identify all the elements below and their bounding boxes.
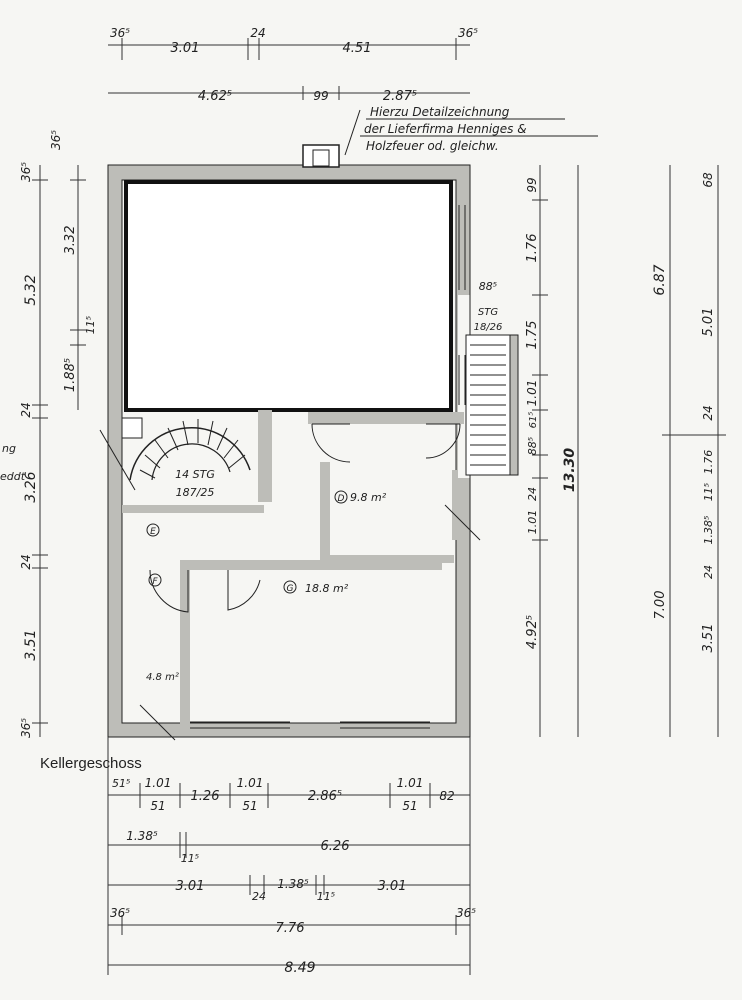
dim-top2-2: 2.87⁵ bbox=[383, 89, 417, 104]
dim-top1-0: 36⁵ bbox=[110, 26, 130, 40]
dim-bot3-0: 3.01 bbox=[176, 879, 205, 894]
dim-bot1-2: 51 bbox=[150, 799, 165, 813]
dim-top1-1: 3.01 bbox=[171, 41, 200, 56]
dim-right-5: 61⁵ bbox=[528, 412, 539, 429]
window-bottom bbox=[190, 721, 430, 729]
room-f-letter: F bbox=[152, 577, 158, 587]
stair-ext-label: STG bbox=[478, 307, 498, 318]
room-f: F 4.8 m² bbox=[146, 573, 179, 683]
dim-bot1-6: 2.86⁵ bbox=[308, 789, 342, 804]
interior-walls bbox=[122, 410, 464, 725]
dim-bot4-1: 7.76 bbox=[276, 921, 305, 936]
room-g-area: 18.8 m² bbox=[305, 582, 349, 595]
dim-bot2-0: 1.38⁵ bbox=[126, 829, 158, 843]
room-g: G 18.8 m² bbox=[283, 580, 349, 595]
dim-right-1: 1.76 bbox=[525, 234, 540, 263]
dim-right-0: 99 bbox=[525, 177, 539, 192]
dim-left-0: 36⁵ bbox=[19, 162, 33, 182]
dim-bot2-2: 6.26 bbox=[321, 839, 350, 854]
dim-bot1-0: 51⁵ bbox=[112, 777, 130, 790]
dim-leftin-2: 11⁵ bbox=[84, 316, 97, 334]
dim-bot3-4: 3.01 bbox=[378, 879, 407, 894]
dim-bot3-1: 24 bbox=[252, 890, 266, 903]
dim-bot4-2: 36⁵ bbox=[456, 906, 476, 920]
dim-bot2-1: 11⁵ bbox=[181, 852, 199, 865]
dim-left-1: 5.32 bbox=[23, 274, 39, 305]
dim-bot1-4: 1.01 bbox=[237, 776, 264, 790]
dim-right-6: 88⁵ bbox=[526, 437, 539, 455]
dim-far-8: 7.00 bbox=[653, 591, 668, 620]
dim-leftin-3: 1.88⁵ bbox=[63, 358, 78, 392]
dim-top1-2: 24 bbox=[250, 26, 265, 40]
dim-leftin-0: 36⁵ bbox=[49, 130, 63, 150]
dim-top1-4: 36⁵ bbox=[458, 26, 478, 40]
dim-left-3: 3.26 bbox=[23, 471, 39, 502]
dim-top2-0: 4.62⁵ bbox=[198, 89, 232, 104]
dim-right-2: 88⁵ bbox=[479, 280, 497, 293]
doors bbox=[139, 423, 481, 741]
dim-top2-1: 99 bbox=[313, 89, 328, 103]
room-f-area: 4.8 m² bbox=[146, 672, 179, 683]
upper-room-outline bbox=[124, 180, 453, 412]
room-d-letter: D bbox=[338, 494, 345, 504]
dim-far-7: 24 bbox=[702, 565, 715, 579]
dim-far-0: 68 bbox=[701, 172, 715, 188]
detail-note: Hierzu Detailzeichnung der Lieferfirma H… bbox=[344, 105, 598, 156]
dim-right-9: 4.92⁵ bbox=[525, 615, 540, 649]
dim-left-6: 36⁵ bbox=[19, 718, 33, 738]
dim-left-2: 24 bbox=[19, 402, 33, 417]
dim-bot1-1: 1.01 bbox=[145, 776, 172, 790]
room-g-letter: G bbox=[287, 584, 294, 594]
note-line-2: der Lieferfirma Henniges & bbox=[364, 122, 527, 136]
dim-right-8: 1.01 bbox=[526, 510, 539, 535]
external-stair bbox=[465, 334, 519, 476]
dim-right-3: 1.75 bbox=[525, 321, 540, 350]
chimney bbox=[302, 144, 340, 168]
dim-far-2: 5.01 bbox=[701, 308, 716, 337]
margin-mark-1: ng bbox=[2, 442, 16, 455]
dim-right-4: 1.01 bbox=[525, 380, 539, 407]
dim-far-6: 1.38⁵ bbox=[702, 516, 715, 545]
dim-top1-3: 4.51 bbox=[343, 41, 372, 56]
dim-far-4: 1.76 bbox=[702, 450, 715, 475]
stair-main-ratio: 187/25 bbox=[176, 486, 215, 499]
dim-bot1-8: 51 bbox=[402, 799, 417, 813]
dim-right-7: 24 bbox=[526, 487, 539, 501]
room-e: E bbox=[146, 523, 160, 537]
plan-title: Kellergeschoss bbox=[40, 755, 142, 772]
stair-main-steps: 14 STG bbox=[175, 468, 215, 481]
dim-left-4: 24 bbox=[19, 554, 33, 569]
dim-bot1-7: 1.01 bbox=[397, 776, 424, 790]
dim-bot3-3: 11⁵ bbox=[317, 890, 335, 903]
dim-far-5: 11⁵ bbox=[702, 483, 715, 501]
dim-leftin-1: 3.32 bbox=[63, 226, 78, 255]
margin-mark-2: eddt bbox=[0, 470, 26, 483]
dim-bot4-0: 36⁵ bbox=[110, 906, 130, 920]
room-d-area: 9.8 m² bbox=[350, 491, 387, 504]
stair-ext-ratio: 18/26 bbox=[474, 322, 503, 333]
dimension-chains: 36⁵ 3.01 24 4.51 36⁵ 4.62⁵ 99 2.87⁵ 36⁵ … bbox=[19, 26, 726, 976]
window-right-upper bbox=[458, 205, 466, 405]
dim-bot1-5: 51 bbox=[242, 799, 257, 813]
note-line-3: Holzfeuer od. gleichw. bbox=[366, 139, 499, 153]
room-d: D 9.8 m² bbox=[334, 490, 387, 504]
spiral-staircase bbox=[99, 417, 251, 491]
note-line-1: Hierzu Detailzeichnung bbox=[370, 105, 510, 119]
dim-left-5: 3.51 bbox=[23, 629, 39, 660]
dim-bot1-3: 1.26 bbox=[191, 789, 220, 804]
room-e-letter: E bbox=[150, 527, 156, 537]
dim-right-total: 13.30 bbox=[562, 448, 578, 493]
dim-far-9: 3.51 bbox=[701, 624, 716, 653]
dim-bot3-2: 1.38⁵ bbox=[277, 877, 309, 891]
dim-bot1-9: 82 bbox=[439, 789, 454, 803]
dim-bot5: 8.49 bbox=[284, 960, 315, 976]
dim-far-1: 6.87 bbox=[652, 264, 668, 295]
dim-far-3: 24 bbox=[701, 405, 715, 420]
